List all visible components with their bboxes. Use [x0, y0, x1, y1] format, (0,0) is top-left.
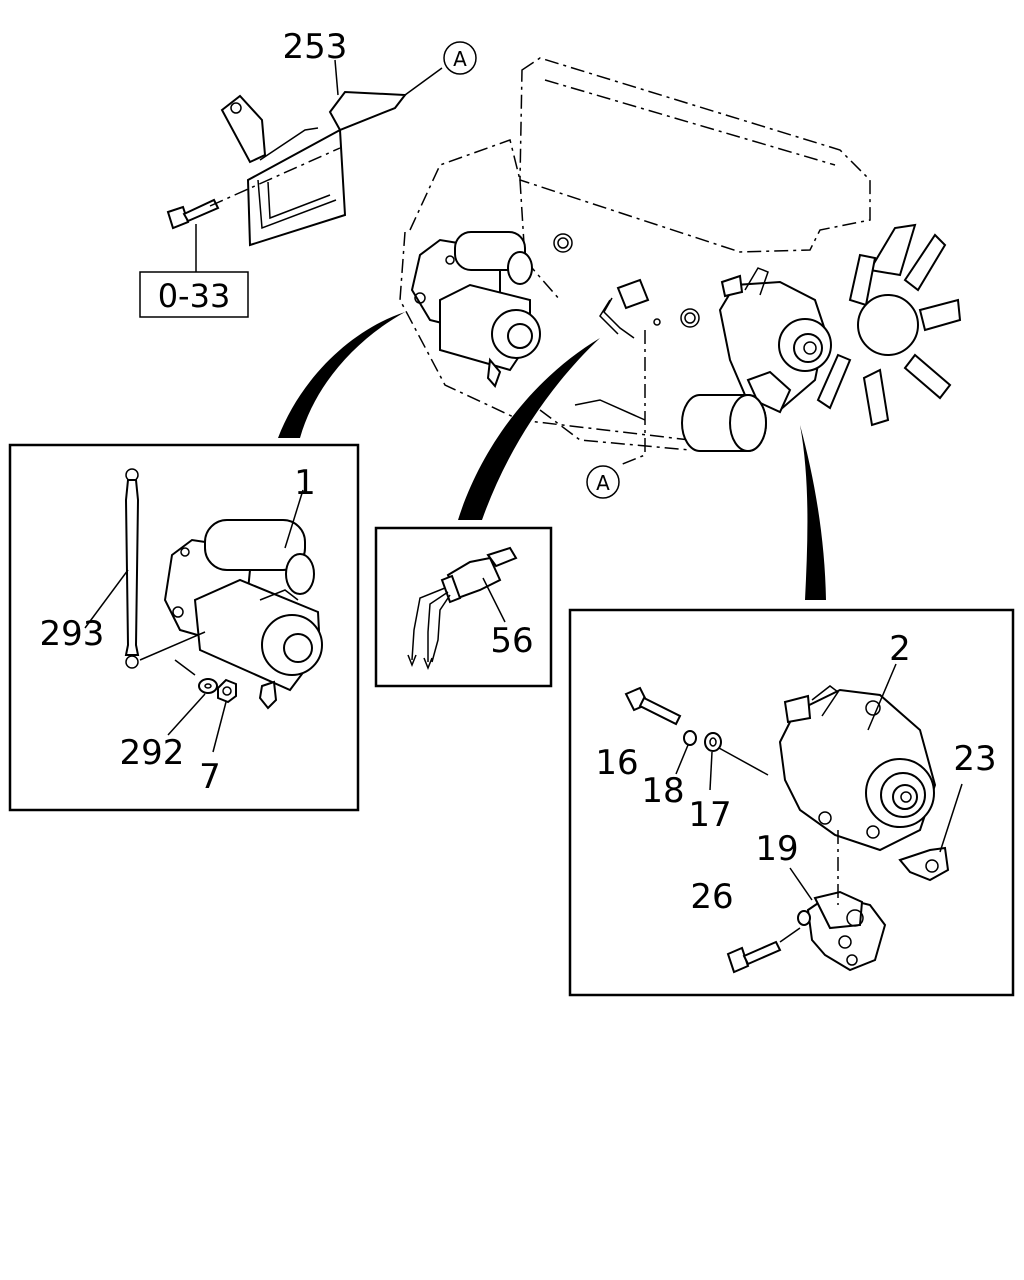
callout-7: 7	[199, 757, 221, 797]
callout-1: 1	[294, 463, 316, 503]
callout-26: 26	[690, 877, 733, 917]
bolt-16-icon	[624, 686, 682, 726]
callout-292: 292	[120, 733, 185, 773]
pointer-alternator	[800, 425, 826, 600]
callout-18: 18	[641, 771, 684, 811]
washer-19-icon	[797, 910, 811, 926]
bracket-19-icon	[806, 890, 887, 972]
engine-alternator-icon	[681, 267, 832, 452]
callout-19: 19	[755, 829, 798, 869]
engine-starter-icon	[410, 231, 541, 388]
callout-23: 23	[953, 739, 996, 779]
washer-292-icon	[198, 678, 218, 694]
callout-17: 17	[688, 795, 731, 835]
washer-18-icon	[683, 730, 697, 746]
ref-box	[139, 271, 249, 318]
bracket-23-icon	[898, 846, 950, 882]
alternator-icon	[778, 685, 937, 852]
callout-16: 16	[595, 743, 638, 783]
bolt-icon	[166, 198, 220, 230]
washer-17-icon	[704, 732, 722, 752]
bolt-26-icon	[726, 940, 782, 974]
pointer-switch	[458, 338, 600, 520]
switch-box	[374, 526, 553, 688]
callout-293: 293	[40, 614, 105, 654]
callout-56: 56	[490, 621, 533, 661]
marker-a-top-circle	[443, 41, 477, 75]
ref-0-33: 0-33	[158, 277, 231, 315]
cable-293-icon	[124, 468, 140, 669]
callout-2: 2	[889, 629, 911, 669]
nut-7-icon	[217, 678, 237, 704]
starter-motor-icon	[163, 519, 323, 710]
marker-a-top: A	[453, 47, 467, 71]
marker-a-bottom: A	[596, 471, 610, 495]
fan-icon	[816, 223, 962, 427]
engine-block-icon	[399, 57, 962, 452]
pointer-starter	[278, 312, 405, 438]
bracket-253-icon	[220, 90, 407, 247]
callout-253: 253	[283, 27, 348, 67]
pressure-switch-icon	[407, 546, 518, 671]
marker-a-bottom-circle	[586, 465, 620, 499]
alternator-box	[568, 608, 1015, 997]
